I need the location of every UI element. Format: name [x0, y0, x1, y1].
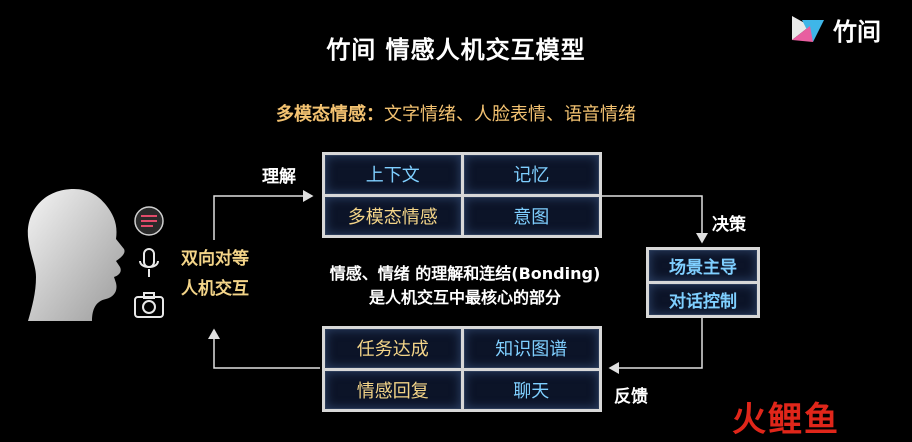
watermark: 火鲤鱼: [732, 400, 840, 440]
brand-name: 竹间: [833, 18, 881, 46]
label-understand: 理解: [262, 167, 296, 187]
cell-chat: 聊天: [463, 370, 599, 409]
side-text-line1: 双向对等: [181, 249, 249, 269]
brand-logo-icon: [792, 16, 824, 42]
side-text-line2: 人机交互: [181, 279, 249, 299]
cell-scene-driven: 场景主导: [649, 250, 757, 281]
right-panel: 场景主导 对话控制: [646, 247, 760, 318]
head-silhouette-icon: [27, 189, 125, 321]
cell-task-completion: 任务达成: [325, 329, 461, 368]
cell-context: 上下文: [325, 155, 461, 194]
subtitle-key: 多模态情感：: [276, 104, 384, 125]
center-text: 情感、情绪 的理解和连结(Bonding) 是人机交互中最核心的部分: [300, 262, 630, 310]
top-panel: 上下文 记忆 多模态情感 意图: [322, 152, 602, 238]
cell-dialog-control: 对话控制: [649, 284, 757, 315]
center-text-line2: 是人机交互中最核心的部分: [368, 288, 561, 307]
chat-bubble-icon: [134, 206, 164, 236]
cell-memory: 记忆: [463, 155, 599, 194]
subtitle-value: 文字情绪、人脸表情、语音情绪: [384, 104, 636, 125]
side-text: 双向对等 人机交互: [181, 244, 249, 304]
label-decision: 决策: [712, 215, 746, 235]
cell-intent: 意图: [463, 196, 599, 235]
label-feedback: 反馈: [614, 387, 648, 407]
microphone-icon: [139, 248, 159, 277]
camera-icon: [134, 292, 164, 318]
cell-knowledge-graph: 知识图谱: [463, 329, 599, 368]
page-title: 竹间 情感人机交互模型: [326, 36, 586, 64]
subtitle: 多模态情感：文字情绪、人脸表情、语音情绪: [0, 100, 912, 126]
cell-multimodal-emotion: 多模态情感: [325, 196, 461, 235]
cell-emotional-reply: 情感回复: [325, 370, 461, 409]
center-text-line1: 情感、情绪 的理解和连结(Bonding): [329, 264, 601, 283]
bottom-panel: 任务达成 知识图谱 情感回复 聊天: [322, 326, 602, 412]
